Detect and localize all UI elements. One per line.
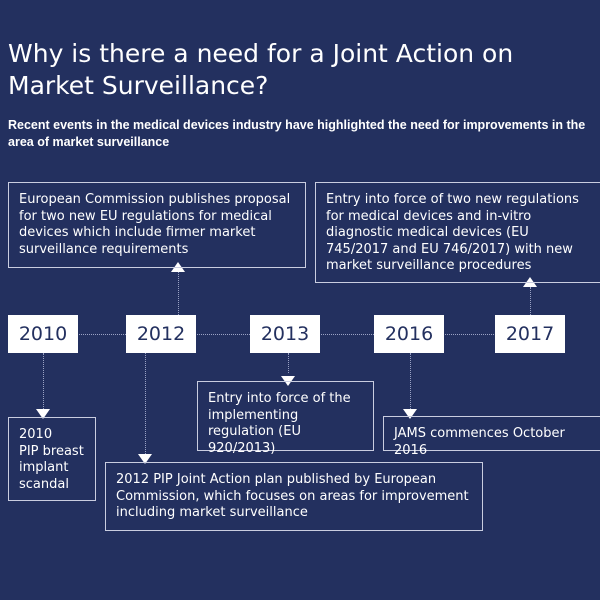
- year-2010: 2010: [8, 315, 78, 353]
- event-text: 2012 PIP Joint Action plan published by …: [116, 472, 469, 520]
- event-text: PIP breast implant scandal: [19, 443, 84, 492]
- year-2013: 2013: [250, 315, 320, 353]
- arrow-down-icon: [138, 454, 152, 464]
- event-2012-pip-plan: 2012 PIP Joint Action plan published by …: [105, 462, 483, 531]
- event-year: 2010: [19, 427, 53, 442]
- event-2013-regulation: Entry into force of the implementing reg…: [197, 381, 374, 456]
- arrow-down-icon: [36, 409, 50, 419]
- connector-2012-up: [178, 272, 179, 315]
- year-2016: 2016: [374, 315, 444, 353]
- page-title: Why is there a need for a Joint Action o…: [8, 39, 514, 100]
- event-2016-jams: JAMS commences October 2016: [383, 416, 600, 458]
- year-2017: 2017: [495, 315, 565, 353]
- connector-2017-up: [530, 287, 531, 315]
- connector-2010-down: [43, 353, 44, 409]
- event-text: JAMS commences October 2016: [394, 426, 565, 458]
- connector-2016-down: [410, 353, 411, 409]
- arrow-down-icon: [403, 409, 417, 419]
- event-2017-regulations: Entry into force of two new regulations …: [315, 182, 600, 283]
- event-text: European Commission publishes proposal f…: [19, 192, 291, 257]
- year-2012: 2012: [126, 315, 196, 353]
- subtitle: Recent events in the medical devices ind…: [8, 118, 586, 149]
- event-text: Entry into force of two new regulations …: [326, 192, 579, 273]
- connector-2013-down: [288, 353, 289, 373]
- event-2012-proposal: European Commission publishes proposal f…: [8, 182, 306, 268]
- connector-2012-down: [145, 353, 146, 454]
- event-text: Entry into force of the implementing reg…: [208, 391, 351, 456]
